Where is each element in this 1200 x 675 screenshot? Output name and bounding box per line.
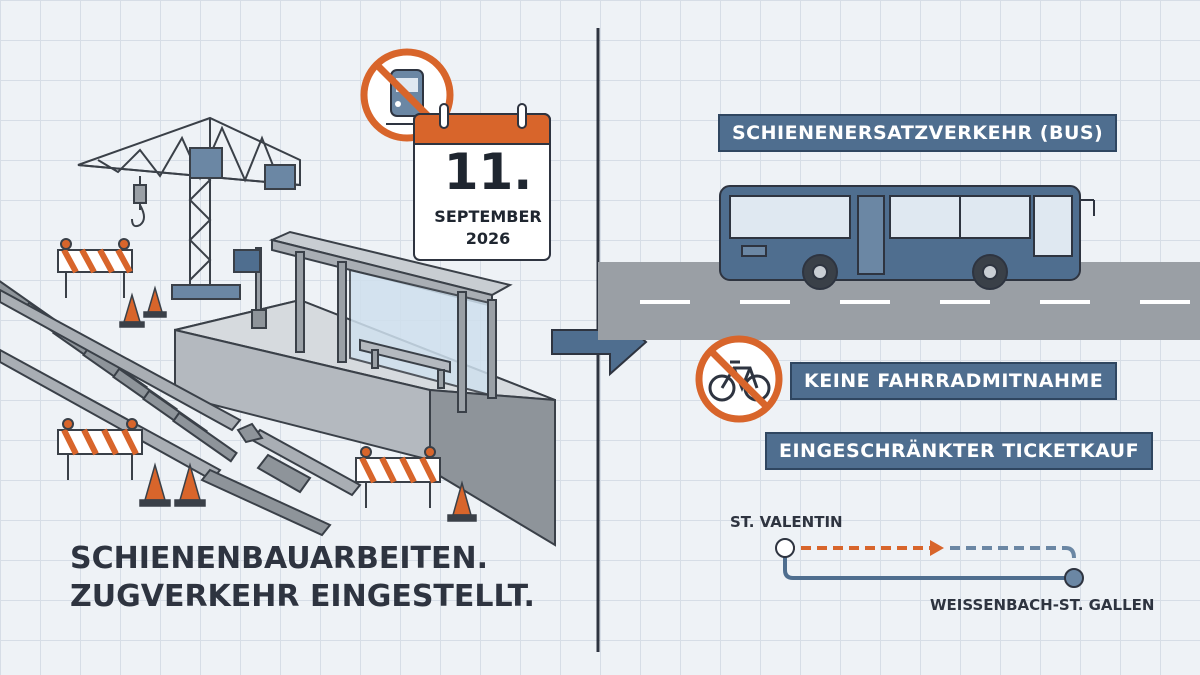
calendar-day: 11. xyxy=(443,143,533,201)
calendar-month: SEPTEMBER xyxy=(434,207,542,226)
replacement-service-label: SCHIENENERSATZVERKEHR (BUS) xyxy=(718,114,1118,152)
calendar-month-year: SEPTEMBER 2026 xyxy=(420,206,556,250)
road xyxy=(598,262,1200,340)
route-stop-to: WEISSENBACH-ST. GALLEN xyxy=(930,596,1155,614)
no-bikes-label: KEINE FAHRRADMITNAHME xyxy=(790,362,1118,400)
route-stop-from: ST. VALENTIN xyxy=(730,513,843,531)
station-sign xyxy=(233,247,267,329)
barrier-icon xyxy=(57,238,133,298)
traffic-cone-icon xyxy=(119,285,477,522)
headline-line-1: SCHIENENBAUARBEITEN. xyxy=(70,541,488,576)
platform-shelter xyxy=(268,230,513,413)
barrier-icon xyxy=(355,446,441,508)
barrier-icon xyxy=(57,418,143,480)
crane-icon xyxy=(77,116,301,300)
route-stop-end xyxy=(1064,568,1084,588)
restricted-tickets-label: EINGESCHRÄNKTER TICKETKAUF xyxy=(765,432,1154,470)
calendar-year: 2026 xyxy=(465,229,511,248)
railway-tracks xyxy=(0,279,362,537)
headline: SCHIENENBAUARBEITEN. ZUGVERKEHR EINGESTE… xyxy=(70,540,535,616)
no-train-icon xyxy=(360,48,454,142)
headline-line-2: ZUGVERKEHR EINGESTELLT. xyxy=(70,579,535,614)
bus-icon xyxy=(719,185,1095,290)
route-icon xyxy=(775,538,1084,588)
calendar-icon xyxy=(413,103,551,261)
route-stop-start xyxy=(775,538,795,558)
no-bicycle-icon xyxy=(695,335,783,423)
